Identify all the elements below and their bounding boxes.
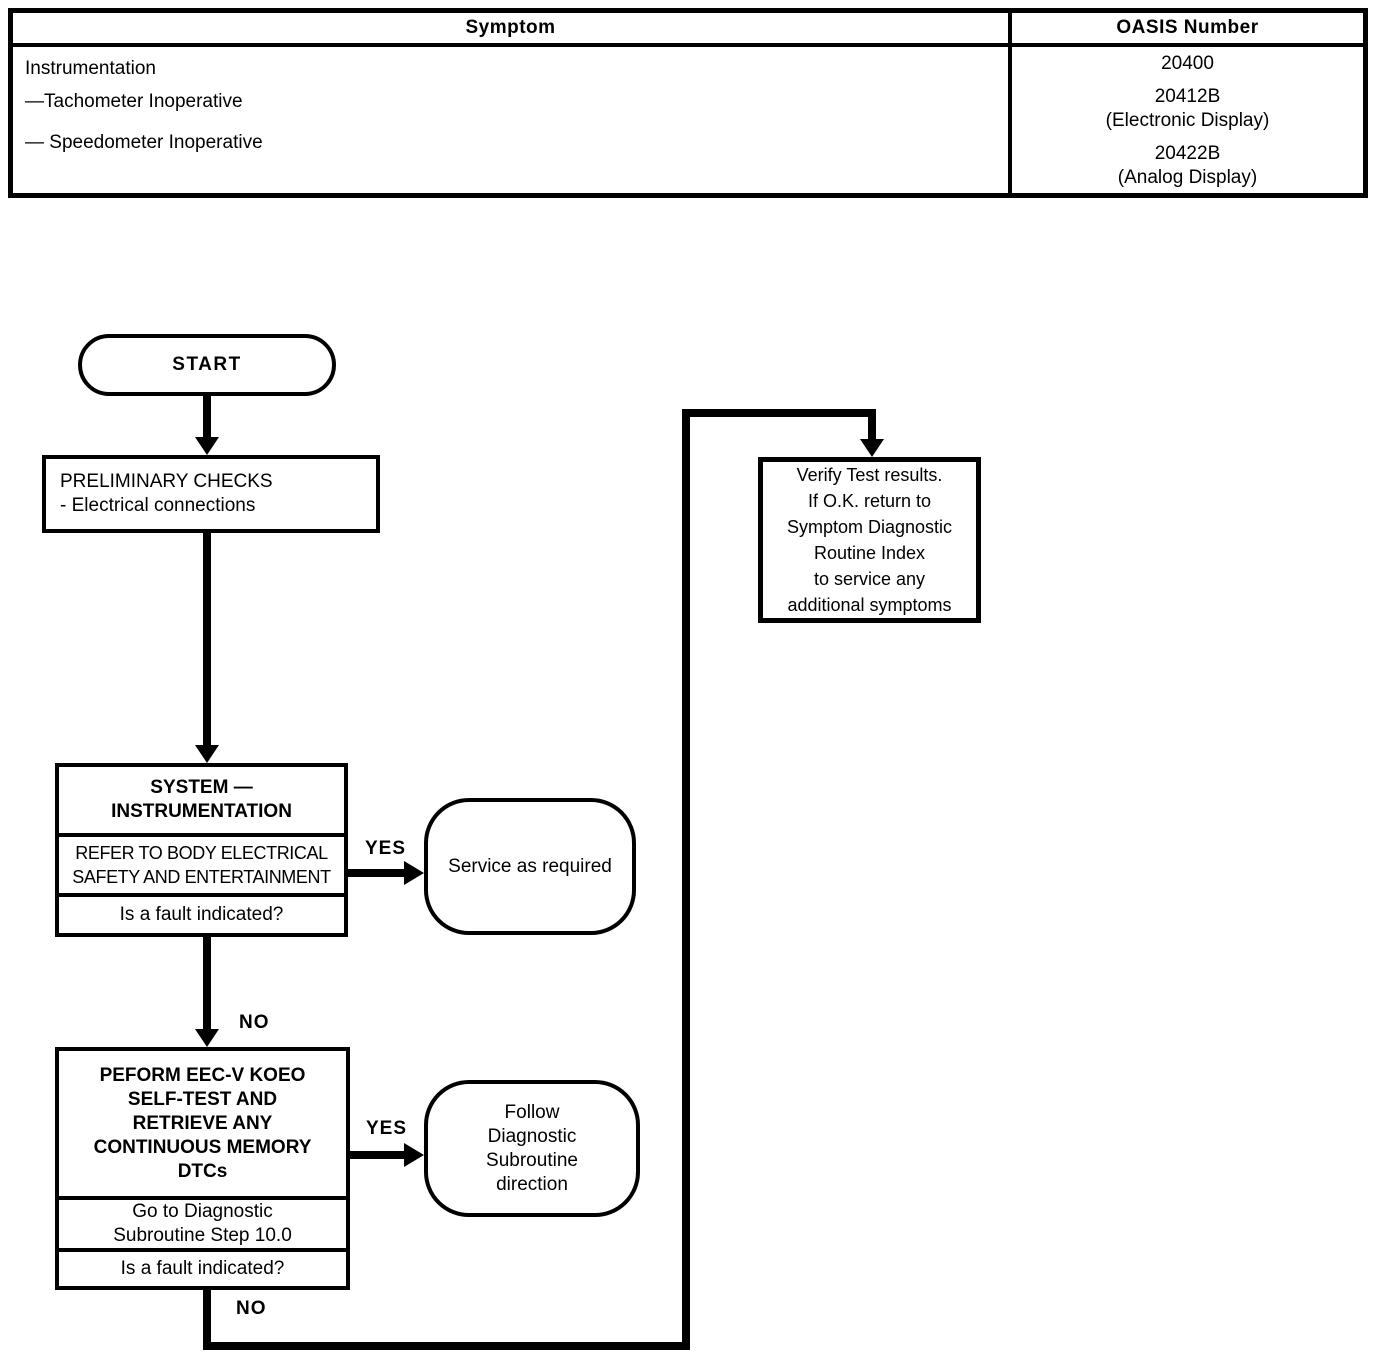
symptom-column-header: Symptom bbox=[13, 13, 1008, 47]
start-node: START bbox=[78, 334, 336, 396]
verify-line-1: Verify Test results. bbox=[796, 465, 943, 485]
oasis-column-header: OASIS Number bbox=[1012, 13, 1363, 47]
verify-test-results-node: Verify Test results. If O.K. return to S… bbox=[758, 457, 981, 623]
system-title-line-2: INSTRUMENTATION bbox=[111, 801, 292, 822]
feedback-segment-bottom bbox=[203, 1342, 690, 1350]
connector-perform-follow bbox=[350, 1151, 406, 1159]
follow-line-1: Follow bbox=[504, 1101, 560, 1123]
preliminary-line-1: PRELIMINARY CHECKS bbox=[60, 471, 273, 492]
symptom-oasis-table: Symptom Instrumentation —Tachometer Inop… bbox=[8, 8, 1368, 198]
system-refer-section: REFER TO BODY ELECTRICAL SAFETY AND ENTE… bbox=[59, 833, 344, 893]
symptom-column: Symptom Instrumentation —Tachometer Inop… bbox=[13, 13, 1008, 193]
oasis-code-20422b: 20422B bbox=[1154, 143, 1221, 164]
arrowhead-start-preliminary bbox=[195, 437, 219, 455]
follow-diagnostic-text: Follow Diagnostic Subroutine direction bbox=[428, 1084, 636, 1213]
system-refer-line-1: REFER TO BODY ELECTRICAL bbox=[75, 843, 328, 863]
system-title-line-1: SYSTEM — bbox=[150, 777, 253, 798]
connector-preliminary-system bbox=[203, 531, 211, 747]
no-label-system: NO bbox=[239, 1012, 270, 1033]
oasis-code-20412b: 20412B bbox=[1154, 86, 1221, 107]
verify-test-results-text: Verify Test results. If O.K. return to S… bbox=[763, 462, 976, 618]
no-label-perform: NO bbox=[236, 1298, 267, 1319]
perform-title-line-2: SELF-TEST AND bbox=[127, 1088, 278, 1110]
service-as-required-node: Service as required bbox=[424, 798, 636, 935]
perform-title-line-1: PEFORM EEC-V KOEO bbox=[99, 1064, 306, 1086]
perform-title: PEFORM EEC-V KOEO SELF-TEST AND RETRIEVE… bbox=[59, 1051, 346, 1196]
yes-label-perform: YES bbox=[366, 1118, 408, 1139]
follow-line-4: direction bbox=[496, 1173, 568, 1195]
feedback-segment-up bbox=[682, 409, 690, 1350]
perform-title-line-4: CONTINUOUS MEMORY bbox=[93, 1136, 312, 1158]
oasis-code-20400: 20400 bbox=[1161, 53, 1214, 74]
perform-goto-line-1: Go to Diagnostic bbox=[132, 1201, 273, 1222]
preliminary-checks-text: PRELIMINARY CHECKS - Electrical connecti… bbox=[46, 459, 376, 529]
perform-title-line-3: RETRIEVE ANY bbox=[132, 1112, 273, 1134]
arrowhead-feedback-verify bbox=[860, 439, 884, 457]
yes-label-system: YES bbox=[365, 838, 407, 859]
feedback-segment-down bbox=[203, 1286, 211, 1346]
system-instrumentation-node: SYSTEM — INSTRUMENTATION REFER TO BODY E… bbox=[55, 763, 348, 937]
oasis-column: OASIS Number 20400 20412B (Electronic Di… bbox=[1008, 13, 1363, 193]
follow-diagnostic-node: Follow Diagnostic Subroutine direction bbox=[424, 1080, 640, 1217]
arrowhead-preliminary-system bbox=[195, 745, 219, 763]
feedback-segment-top bbox=[682, 409, 876, 417]
preliminary-line-2: - Electrical connections bbox=[60, 495, 256, 516]
symptom-line-tachometer: —Tachometer Inoperative bbox=[25, 91, 243, 112]
oasis-code-20422b-note: (Analog Display) bbox=[1117, 167, 1258, 188]
oasis-code-20412b-note: (Electronic Display) bbox=[1105, 110, 1270, 131]
system-question: Is a fault indicated? bbox=[119, 904, 284, 925]
perform-question-section: Is a fault indicated? bbox=[59, 1248, 346, 1286]
arrowhead-perform-follow bbox=[404, 1143, 424, 1167]
verify-line-2: If O.K. return to bbox=[807, 491, 932, 511]
feedback-segment-drop bbox=[868, 413, 876, 441]
follow-line-3: Subroutine bbox=[486, 1149, 578, 1171]
system-title: SYSTEM — INSTRUMENTATION bbox=[59, 767, 344, 833]
perform-title-line-5: DTCs bbox=[177, 1160, 228, 1182]
connector-system-service bbox=[348, 869, 406, 877]
verify-line-4: Routine Index bbox=[813, 543, 926, 563]
start-label: START bbox=[172, 354, 242, 375]
verify-line-5: to service any bbox=[813, 569, 926, 589]
system-question-section: Is a fault indicated? bbox=[59, 893, 344, 933]
perform-goto-line-2: Subroutine Step 10.0 bbox=[113, 1225, 292, 1246]
verify-line-3: Symptom Diagnostic bbox=[786, 517, 953, 537]
perform-question: Is a fault indicated? bbox=[120, 1258, 285, 1279]
follow-line-2: Diagnostic bbox=[487, 1125, 577, 1147]
verify-line-6: additional symptoms bbox=[787, 595, 952, 615]
perform-eec-v-node: PEFORM EEC-V KOEO SELF-TEST AND RETRIEVE… bbox=[55, 1047, 350, 1290]
system-refer-line-2: SAFETY AND ENTERTAINMENT bbox=[72, 867, 331, 887]
perform-goto-section: Go to Diagnostic Subroutine Step 10.0 bbox=[59, 1196, 346, 1248]
arrowhead-system-service bbox=[404, 861, 424, 885]
arrowhead-system-perform bbox=[195, 1029, 219, 1047]
service-as-required-label: Service as required bbox=[448, 855, 612, 877]
connector-system-perform bbox=[203, 935, 211, 1031]
oasis-cell: 20400 20412B (Electronic Display) 20422B… bbox=[1012, 47, 1363, 190]
symptom-line-instrumentation: Instrumentation bbox=[25, 58, 156, 79]
symptom-line-speedometer: — Speedometer Inoperative bbox=[25, 132, 263, 153]
symptom-cell: Instrumentation —Tachometer Inoperative … bbox=[13, 47, 1008, 154]
connector-start-preliminary bbox=[203, 394, 211, 439]
preliminary-checks-node: PRELIMINARY CHECKS - Electrical connecti… bbox=[42, 455, 380, 533]
